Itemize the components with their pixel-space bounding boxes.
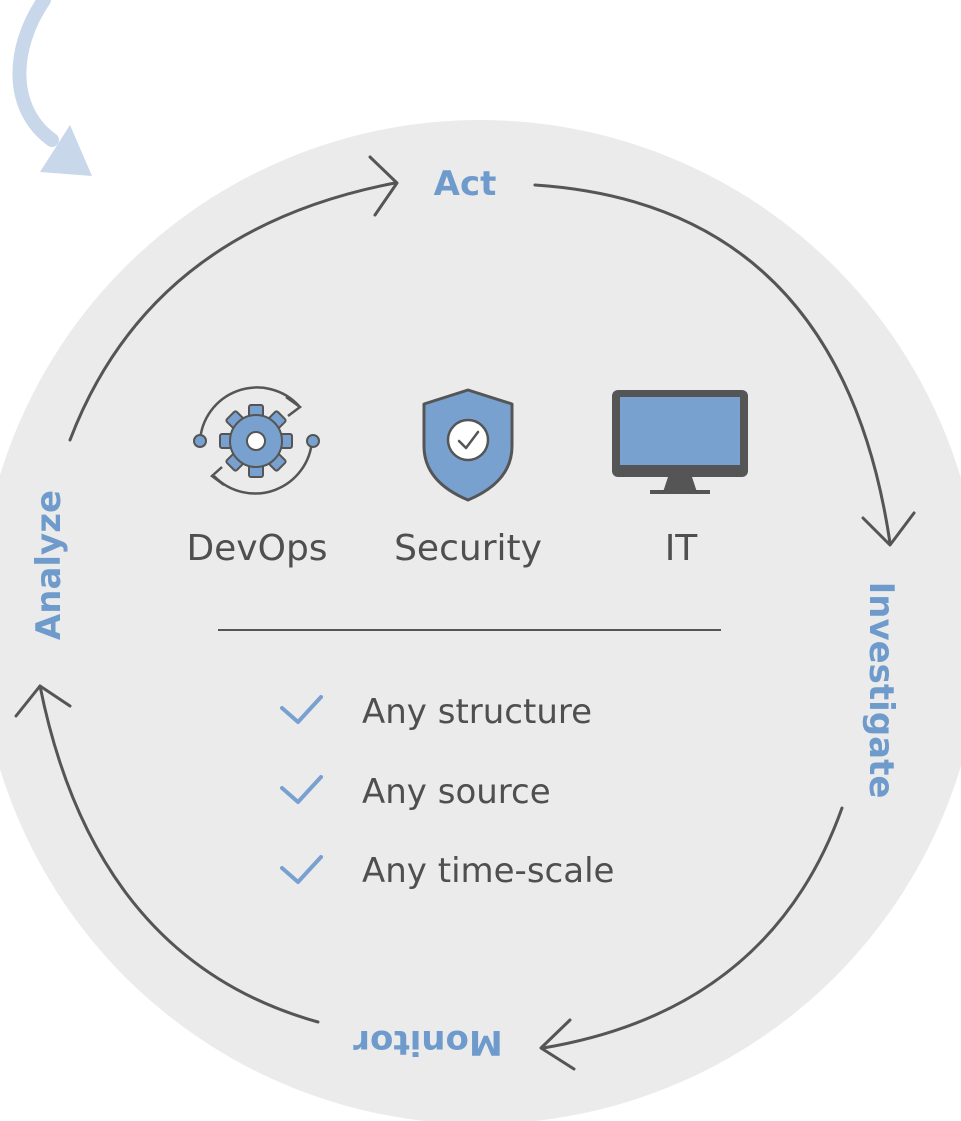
cycle-arrows (14, 155, 916, 1071)
background-circle (0, 120, 961, 1121)
step-analyze: Analyze (29, 490, 69, 640)
team-it: IT (665, 528, 699, 569)
step-monitor: Monitor (353, 1022, 503, 1062)
gear-cycle-icon (193, 386, 320, 495)
team-devops: DevOps (186, 528, 327, 569)
monitor-icon (612, 390, 748, 494)
arc-investigate-to-monitor (541, 806, 844, 1050)
curved-arrow-icon (12, 0, 92, 176)
arrowhead-act (368, 155, 399, 217)
arrowhead-monitor (539, 1018, 576, 1071)
step-investigate: Investigate (861, 582, 901, 799)
shield-check-icon (422, 388, 514, 502)
feature-any-source: Any source (362, 772, 551, 812)
checkmark-icon (280, 775, 323, 804)
feature-list: Any structure Any source Any time-scale (280, 692, 614, 891)
checkmark-icon (280, 695, 323, 724)
step-act: Act (434, 164, 497, 204)
team-security: Security (394, 528, 542, 569)
checkmark-icon (280, 855, 323, 884)
arc-act-to-investigate (533, 183, 892, 545)
feature-any-time-scale: Any time-scale (362, 851, 614, 891)
arc-analyze-to-act (68, 181, 397, 442)
arc-monitor-to-analyze (38, 684, 320, 1024)
arrowhead-investigate (861, 511, 916, 547)
arrowhead-analyze (14, 684, 72, 718)
feature-any-structure: Any structure (362, 692, 592, 732)
